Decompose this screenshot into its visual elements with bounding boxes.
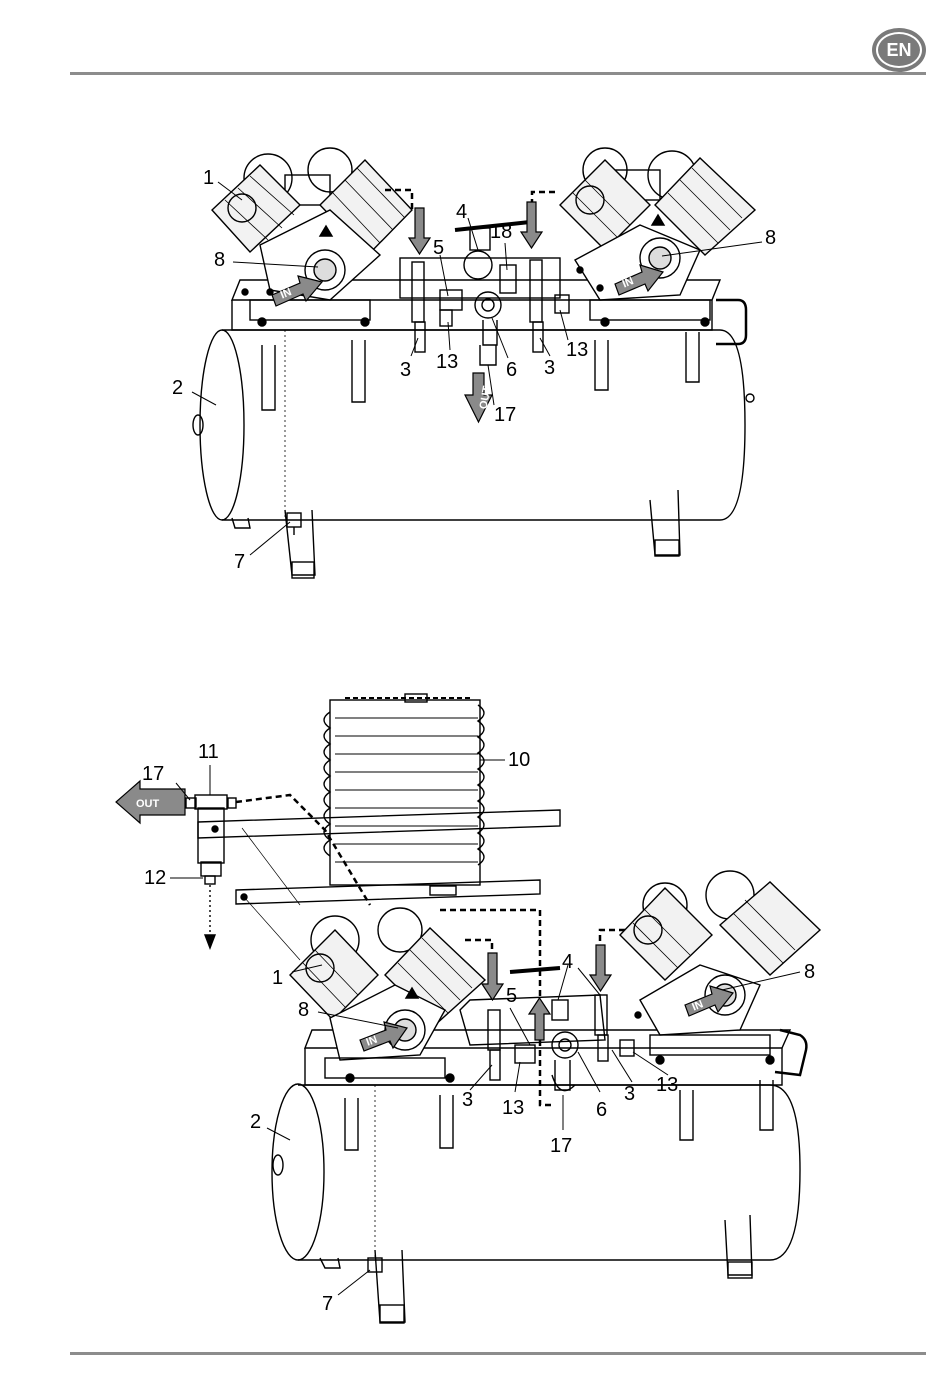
callout-7-bottom: 7 [322, 1294, 333, 1314]
bottom-compressor-figure: IN IN OUT [116, 694, 820, 1323]
callout-8-top-left: 8 [214, 250, 225, 270]
callout-10-bottom: 10 [508, 750, 530, 770]
callout-8-top-right: 8 [765, 228, 776, 248]
callout-3-top-left: 3 [400, 360, 411, 380]
callout-17-bottom: 17 [550, 1136, 572, 1156]
callout-4-bottom: 4 [562, 952, 573, 972]
callout-6-bottom: 6 [596, 1100, 607, 1120]
bottom-right-motor [620, 871, 820, 1064]
callout-12-bottom: 12 [144, 868, 166, 888]
callout-11-bottom: 11 [198, 742, 219, 762]
callout-7-top: 7 [234, 552, 245, 572]
callout-3-bottom-right: 3 [624, 1084, 635, 1104]
bottom-outlet-filter [186, 795, 236, 948]
callout-13-bottom-right: 13 [656, 1075, 678, 1095]
callout-3-top-right: 3 [544, 358, 555, 378]
callout-5-top: 5 [433, 238, 444, 258]
bottom-left-motor [290, 908, 485, 1082]
top-compressor-figure: IN IN OUT [192, 148, 762, 578]
callout-3-bottom-left: 3 [462, 1090, 473, 1110]
callout-4-top: 4 [456, 202, 467, 222]
bottom-out-arrow-text: OUT [136, 798, 160, 810]
callout-5-bottom: 5 [506, 986, 517, 1006]
footer-rule [70, 1352, 926, 1355]
callout-1-top: 1 [203, 168, 214, 188]
callout-8-bottom-right: 8 [804, 962, 815, 982]
callout-17-top: 17 [494, 405, 516, 425]
callout-1-bottom: 1 [272, 968, 283, 988]
callout-13-bottom-left: 13 [502, 1098, 524, 1118]
callout-2-bottom: 2 [250, 1112, 261, 1132]
bottom-radiator-cooler [324, 694, 484, 895]
callout-13-top-right: 13 [566, 340, 588, 360]
callout-8-bottom-left: 8 [298, 1000, 309, 1020]
top-air-tank [193, 300, 754, 578]
callout-6-top: 6 [506, 360, 517, 380]
callout-13-top-left: 13 [436, 352, 458, 372]
callout-2-top: 2 [172, 378, 183, 398]
callout-18-top: 18 [490, 222, 512, 242]
callout-17-bottom-left: 17 [142, 764, 164, 784]
